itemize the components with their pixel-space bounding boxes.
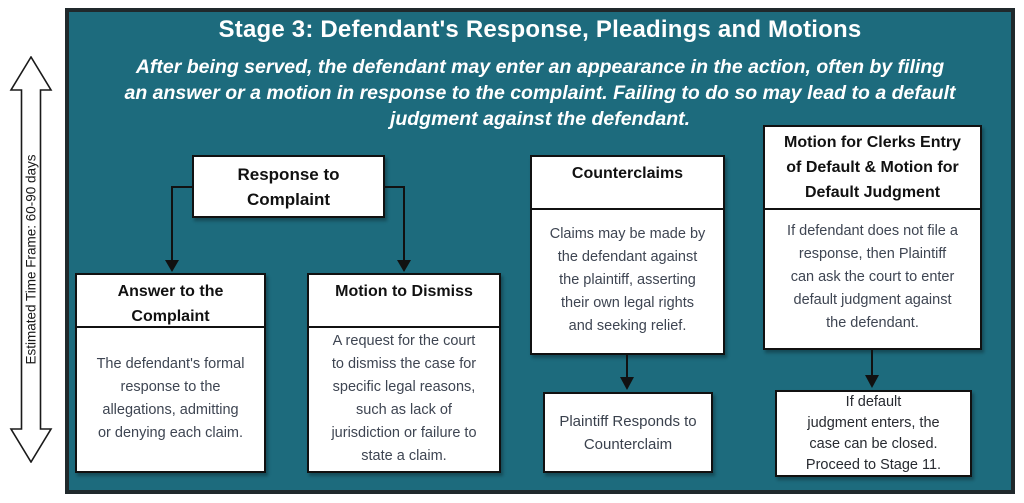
motion-clerks-default-description: If defendant does not file a response, t… <box>787 222 958 331</box>
motion-clerks-default-box: Motion for Clerks Entry of Default & Mot… <box>763 125 982 350</box>
counterclaims-description: Claims may be made by the defendant agai… <box>549 226 706 334</box>
plaintiff-responds-label: Plaintiff Responds to Counterclaim <box>559 412 697 453</box>
stage-subtitle: After being served, the defendant may en… <box>124 56 956 130</box>
motion-clerks-default-title: Motion for Clerks Entry of Default & Mot… <box>765 127 980 210</box>
response-to-complaint-box: Response to Complaint <box>192 155 385 218</box>
answer-to-complaint-box: Answer to the Complaint The defendant's … <box>75 273 266 473</box>
double-arrow-icon <box>9 56 53 463</box>
counterclaims-box: Counterclaims Claims may be made by the … <box>530 155 725 355</box>
time-frame-label: Estimated Time Frame: 60-90 days <box>24 154 39 364</box>
motion-to-dismiss-title: Motion to Dismiss <box>309 275 499 328</box>
response-to-complaint-title: Response to Complaint <box>237 164 340 209</box>
time-frame-arrow: Estimated Time Frame: 60-90 days <box>9 56 53 463</box>
motion-to-dismiss-box: Motion to Dismiss A request for the cour… <box>307 273 501 473</box>
answer-to-complaint-title: Answer to the Complaint <box>77 275 264 328</box>
default-judgment-result-box: If default judgment enters, the case can… <box>775 390 972 477</box>
default-judgment-result-label: If default judgment enters, the case can… <box>805 393 942 473</box>
stage-title: Stage 3: Defendant's Response, Pleadings… <box>218 16 862 43</box>
answer-to-complaint-description: The defendant's formal response to the a… <box>96 355 245 441</box>
counterclaims-title: Counterclaims <box>532 157 723 210</box>
motion-to-dismiss-description: A request for the court to dismiss the c… <box>331 332 477 464</box>
plaintiff-responds-box: Plaintiff Responds to Counterclaim <box>543 392 713 473</box>
